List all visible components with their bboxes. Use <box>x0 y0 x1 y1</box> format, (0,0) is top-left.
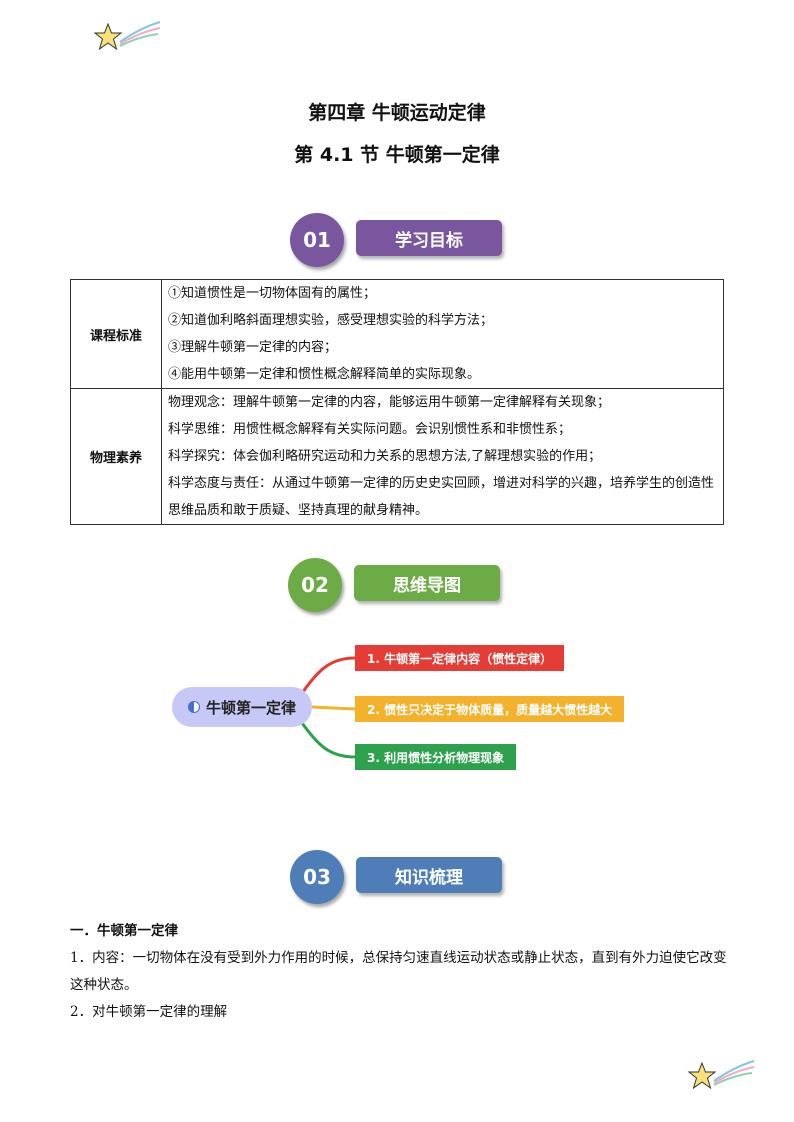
chapter-title: 第四章 牛顿运动定律 <box>308 102 486 124</box>
table-row: 物理素养 物理观念：理解牛顿第一定律的内容，能够运用牛顿第一定律解释有关现象； … <box>70 388 724 525</box>
section-title: 第 4.1 节 牛顿第一定律 <box>294 144 500 166</box>
connector-red <box>298 656 356 697</box>
row-content: 物理观念：理解牛顿第一定律的内容，能够运用牛顿第一定律解释有关现象； 科学思维：… <box>161 388 724 525</box>
row-header: 物理素养 <box>70 388 162 525</box>
section-number: 01 <box>290 213 344 267</box>
knowledge-content: 一．牛顿第一定律 1．内容：一切物体在没有受到外力作用的时候，总保持匀速直线运动… <box>70 918 730 1026</box>
row-content: ①知道惯性是一切物体固有的属性； ②知道伽利略斜面理想实验，感受理想实验的科学方… <box>161 279 724 389</box>
section-badge-03: 03 知识梳理 <box>290 850 520 904</box>
paragraph: 2．对牛顿第一定律的理解 <box>70 1004 228 1020</box>
goal-line: 物理观念：理解牛顿第一定律的内容，能够运用牛顿第一定律解释有关现象； <box>168 395 611 410</box>
row-header: 课程标准 <box>70 279 162 389</box>
knowledge-heading: 一．牛顿第一定律 <box>70 923 178 939</box>
mind-map: 牛顿第一定律 1. 牛顿第一定律内容（惯性定律） 2. 惯性只决定于物体质量，质… <box>0 630 794 780</box>
section-label: 知识梳理 <box>356 857 502 893</box>
mind-map-branch-2: 2. 惯性只决定于物体质量，质量越大惯性越大 <box>355 696 625 722</box>
goal-line: 科学思维：用惯性概念解释有关实际问题。会识别惯性系和非惯性系； <box>168 422 572 437</box>
mind-map-center-node: 牛顿第一定律 <box>172 687 312 727</box>
goal-line: 科学态度与责任：从通过牛顿第一定律的历史史实回顾，增进对科学的兴趣，培养学生的创… <box>168 476 715 518</box>
connector-green <box>298 719 356 759</box>
mind-map-branch-1: 1. 牛顿第一定律内容（惯性定律） <box>355 645 565 671</box>
section-number: 03 <box>290 850 344 904</box>
mind-map-connectors <box>298 656 356 759</box>
learning-goals-table: 课程标准 ①知道惯性是一切物体固有的属性； ②知道伽利略斜面理想实验，感受理想实… <box>70 279 724 525</box>
goal-line: ④能用牛顿第一定律和惯性概念解释简单的实际现象。 <box>168 367 481 382</box>
section-badge-01: 01 学习目标 <box>290 213 520 267</box>
connector-yellow <box>311 705 356 711</box>
goal-line: ③理解牛顿第一定律的内容； <box>168 340 338 355</box>
goal-line: ②知道伽利略斜面理想实验，感受理想实验的科学方法； <box>168 313 494 328</box>
goal-line: 科学探究：体会伽利略研究运动和力关系的思想方法,了解理想实验的作用； <box>168 449 602 464</box>
section-badge-02: 02 思维导图 <box>288 558 518 612</box>
section-number: 02 <box>288 558 342 612</box>
shooting-star-icon <box>93 21 161 51</box>
table-row: 课程标准 ①知道惯性是一切物体固有的属性； ②知道伽利略斜面理想实验，感受理想实… <box>70 279 724 389</box>
half-circle-icon <box>187 701 200 713</box>
section-label: 思维导图 <box>354 565 500 601</box>
center-label: 牛顿第一定律 <box>205 698 296 717</box>
shooting-star-icon <box>687 1060 755 1090</box>
paragraph: 1．内容：一切物体在没有受到外力作用的时候，总保持匀速直线运动状态或静止状态，直… <box>70 950 727 993</box>
section-label: 学习目标 <box>356 220 502 256</box>
goal-line: ①知道惯性是一切物体固有的属性； <box>168 286 377 301</box>
mind-map-branch-3: 3. 利用惯性分析物理现象 <box>355 744 517 770</box>
